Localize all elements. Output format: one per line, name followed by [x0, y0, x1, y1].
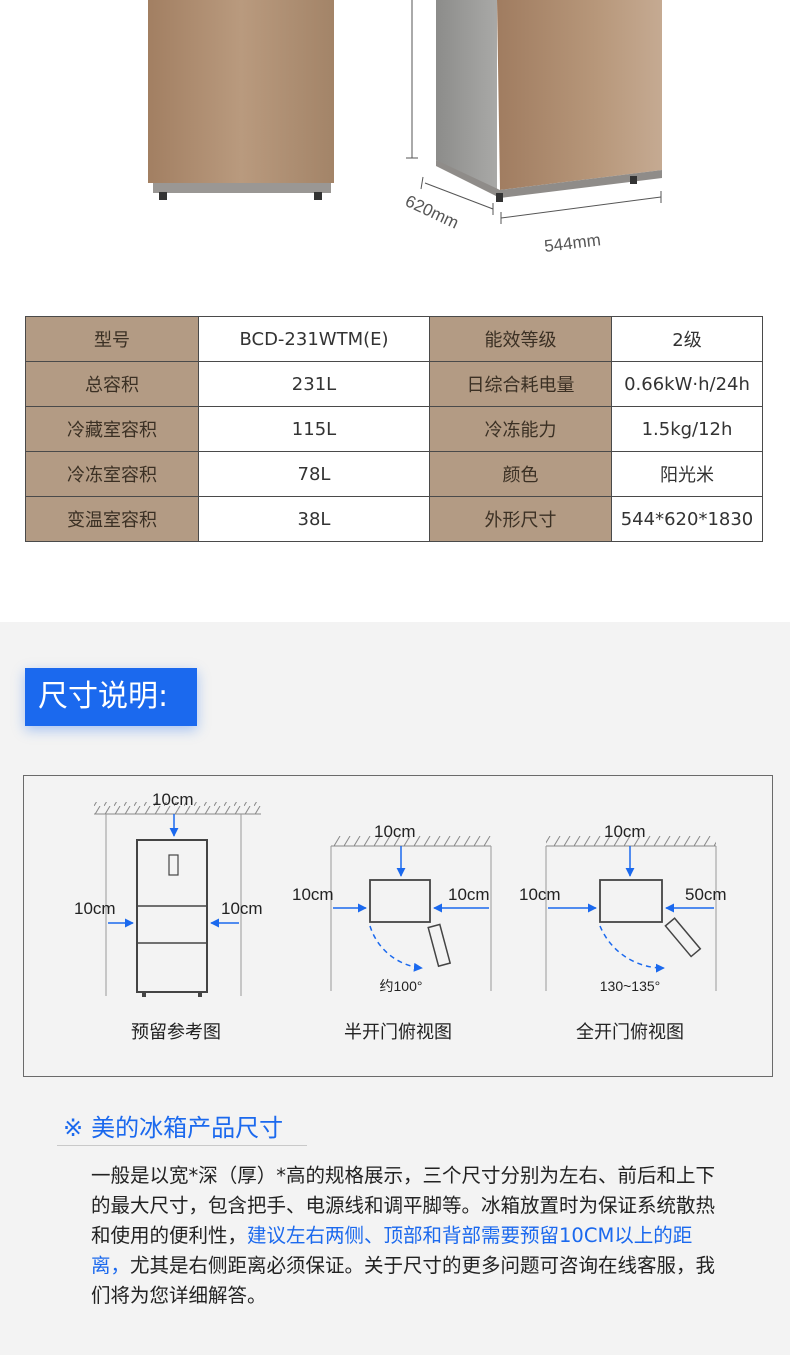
- reserve-top-label: 10cm: [152, 790, 194, 809]
- reserve-left-label: 10cm: [74, 899, 116, 918]
- spec-value: 阳光米: [611, 451, 763, 497]
- note-text-highlight: 建议左右两侧、顶部和背部需要预留10CM以上的距离，: [91, 1224, 693, 1277]
- right-fridge-base: [436, 160, 662, 198]
- half-left-label: 10cm: [292, 885, 334, 904]
- right-fridge-foot: [496, 193, 503, 202]
- fridge-top-body: [599, 879, 663, 923]
- full-top-label: 10cm: [604, 822, 646, 841]
- spec-value: 78L: [198, 451, 430, 497]
- spec-value: 38L: [198, 496, 430, 542]
- spec-value: 231L: [198, 361, 430, 407]
- half-top-label: 10cm: [374, 822, 416, 841]
- spec-value: BCD-231WTM(E): [198, 316, 430, 362]
- note-divider: [57, 1145, 307, 1146]
- right-fridge-door: [497, 0, 662, 190]
- spec-value: 115L: [198, 406, 430, 452]
- fridge-top-body: [369, 879, 431, 923]
- left-fridge-base: [153, 183, 331, 193]
- spec-label: 型号: [25, 316, 199, 362]
- spec-label: 外形尺寸: [429, 496, 612, 542]
- note-title: 美的冰箱产品尺寸: [91, 1114, 284, 1142]
- spec-value: 2级: [611, 316, 763, 362]
- fridge-front: [136, 839, 208, 993]
- clearance-diagram-panel: 10cm 10cm 10cm 预留参考图 10cm 10cm 10cm 约100…: [23, 775, 773, 1077]
- depth-dim-tick: [420, 176, 424, 190]
- half-angle-label: 约100°: [380, 978, 423, 994]
- reserve-caption: 预留参考图: [131, 1022, 221, 1042]
- note-text-before: 一般是以宽*深（厚）*高的规格展示，三个尺寸分别为左右、前后和上下的最大尺寸，包…: [91, 1164, 716, 1247]
- full-open-diagram: 10cm 10cm 50cm 130~135° 全开门俯视图: [519, 822, 727, 1042]
- left-fridge-foot: [159, 192, 167, 200]
- half-open-door: [427, 923, 452, 968]
- width-label: 544mm: [543, 230, 602, 256]
- right-fridge-foot: [630, 176, 637, 184]
- left-fridge-foot: [314, 192, 322, 200]
- full-left-label: 10cm: [519, 885, 561, 904]
- full-right-label: 50cm: [685, 885, 727, 904]
- spec-label: 冷冻能力: [429, 406, 612, 452]
- depth-label: 620mm: [402, 191, 461, 232]
- spec-label: 总容积: [25, 361, 199, 407]
- reserve-diagram: 10cm 10cm 10cm 预留参考图: [74, 790, 263, 1042]
- spec-label: 变温室容积: [25, 496, 199, 542]
- width-dim-line: [500, 196, 662, 219]
- full-angle-label: 130~135°: [600, 978, 661, 994]
- reserve-right-label: 10cm: [221, 899, 263, 918]
- spec-label: 颜色: [429, 451, 612, 497]
- note-heading: ※美的冰箱产品尺寸: [63, 1108, 283, 1143]
- clearance-diagrams: 10cm 10cm 10cm 预留参考图 10cm 10cm 10cm 约100…: [74, 790, 727, 1042]
- full-open-caption: 全开门俯视图: [576, 1022, 684, 1042]
- right-fridge-side: [436, 0, 497, 195]
- spec-label: 日综合耗电量: [429, 361, 612, 407]
- half-open-diagram: 10cm 10cm 10cm 约100° 半开门俯视图: [292, 822, 492, 1042]
- depth-dim-line: [424, 182, 494, 210]
- left-fridge-door: [148, 0, 334, 183]
- spec-label: 冷藏室容积: [25, 406, 199, 452]
- half-open-caption: 半开门俯视图: [344, 1022, 452, 1042]
- section-title: 尺寸说明:: [25, 668, 197, 726]
- spec-label: 冷冻室容积: [25, 451, 199, 497]
- note-paragraph: 一般是以宽*深（厚）*高的规格展示，三个尺寸分别为左右、前后和上下的最大尺寸，包…: [91, 1161, 731, 1311]
- spec-value: 544*620*1830: [611, 496, 763, 542]
- fridge-photo: 620mm 544mm: [148, 0, 662, 256]
- spec-label: 能效等级: [429, 316, 612, 362]
- spec-value: 1.5kg/12h: [611, 406, 763, 452]
- note-text-after: 尤其是右侧距离必须保证。关于尺寸的更多问题可咨询在线客服，我们将为您详细解答。: [91, 1254, 716, 1307]
- full-open-door: [664, 917, 702, 958]
- half-right-label: 10cm: [448, 885, 490, 904]
- spec-value: 0.66kW·h/24h: [611, 361, 763, 407]
- note-marker: ※: [63, 1114, 84, 1142]
